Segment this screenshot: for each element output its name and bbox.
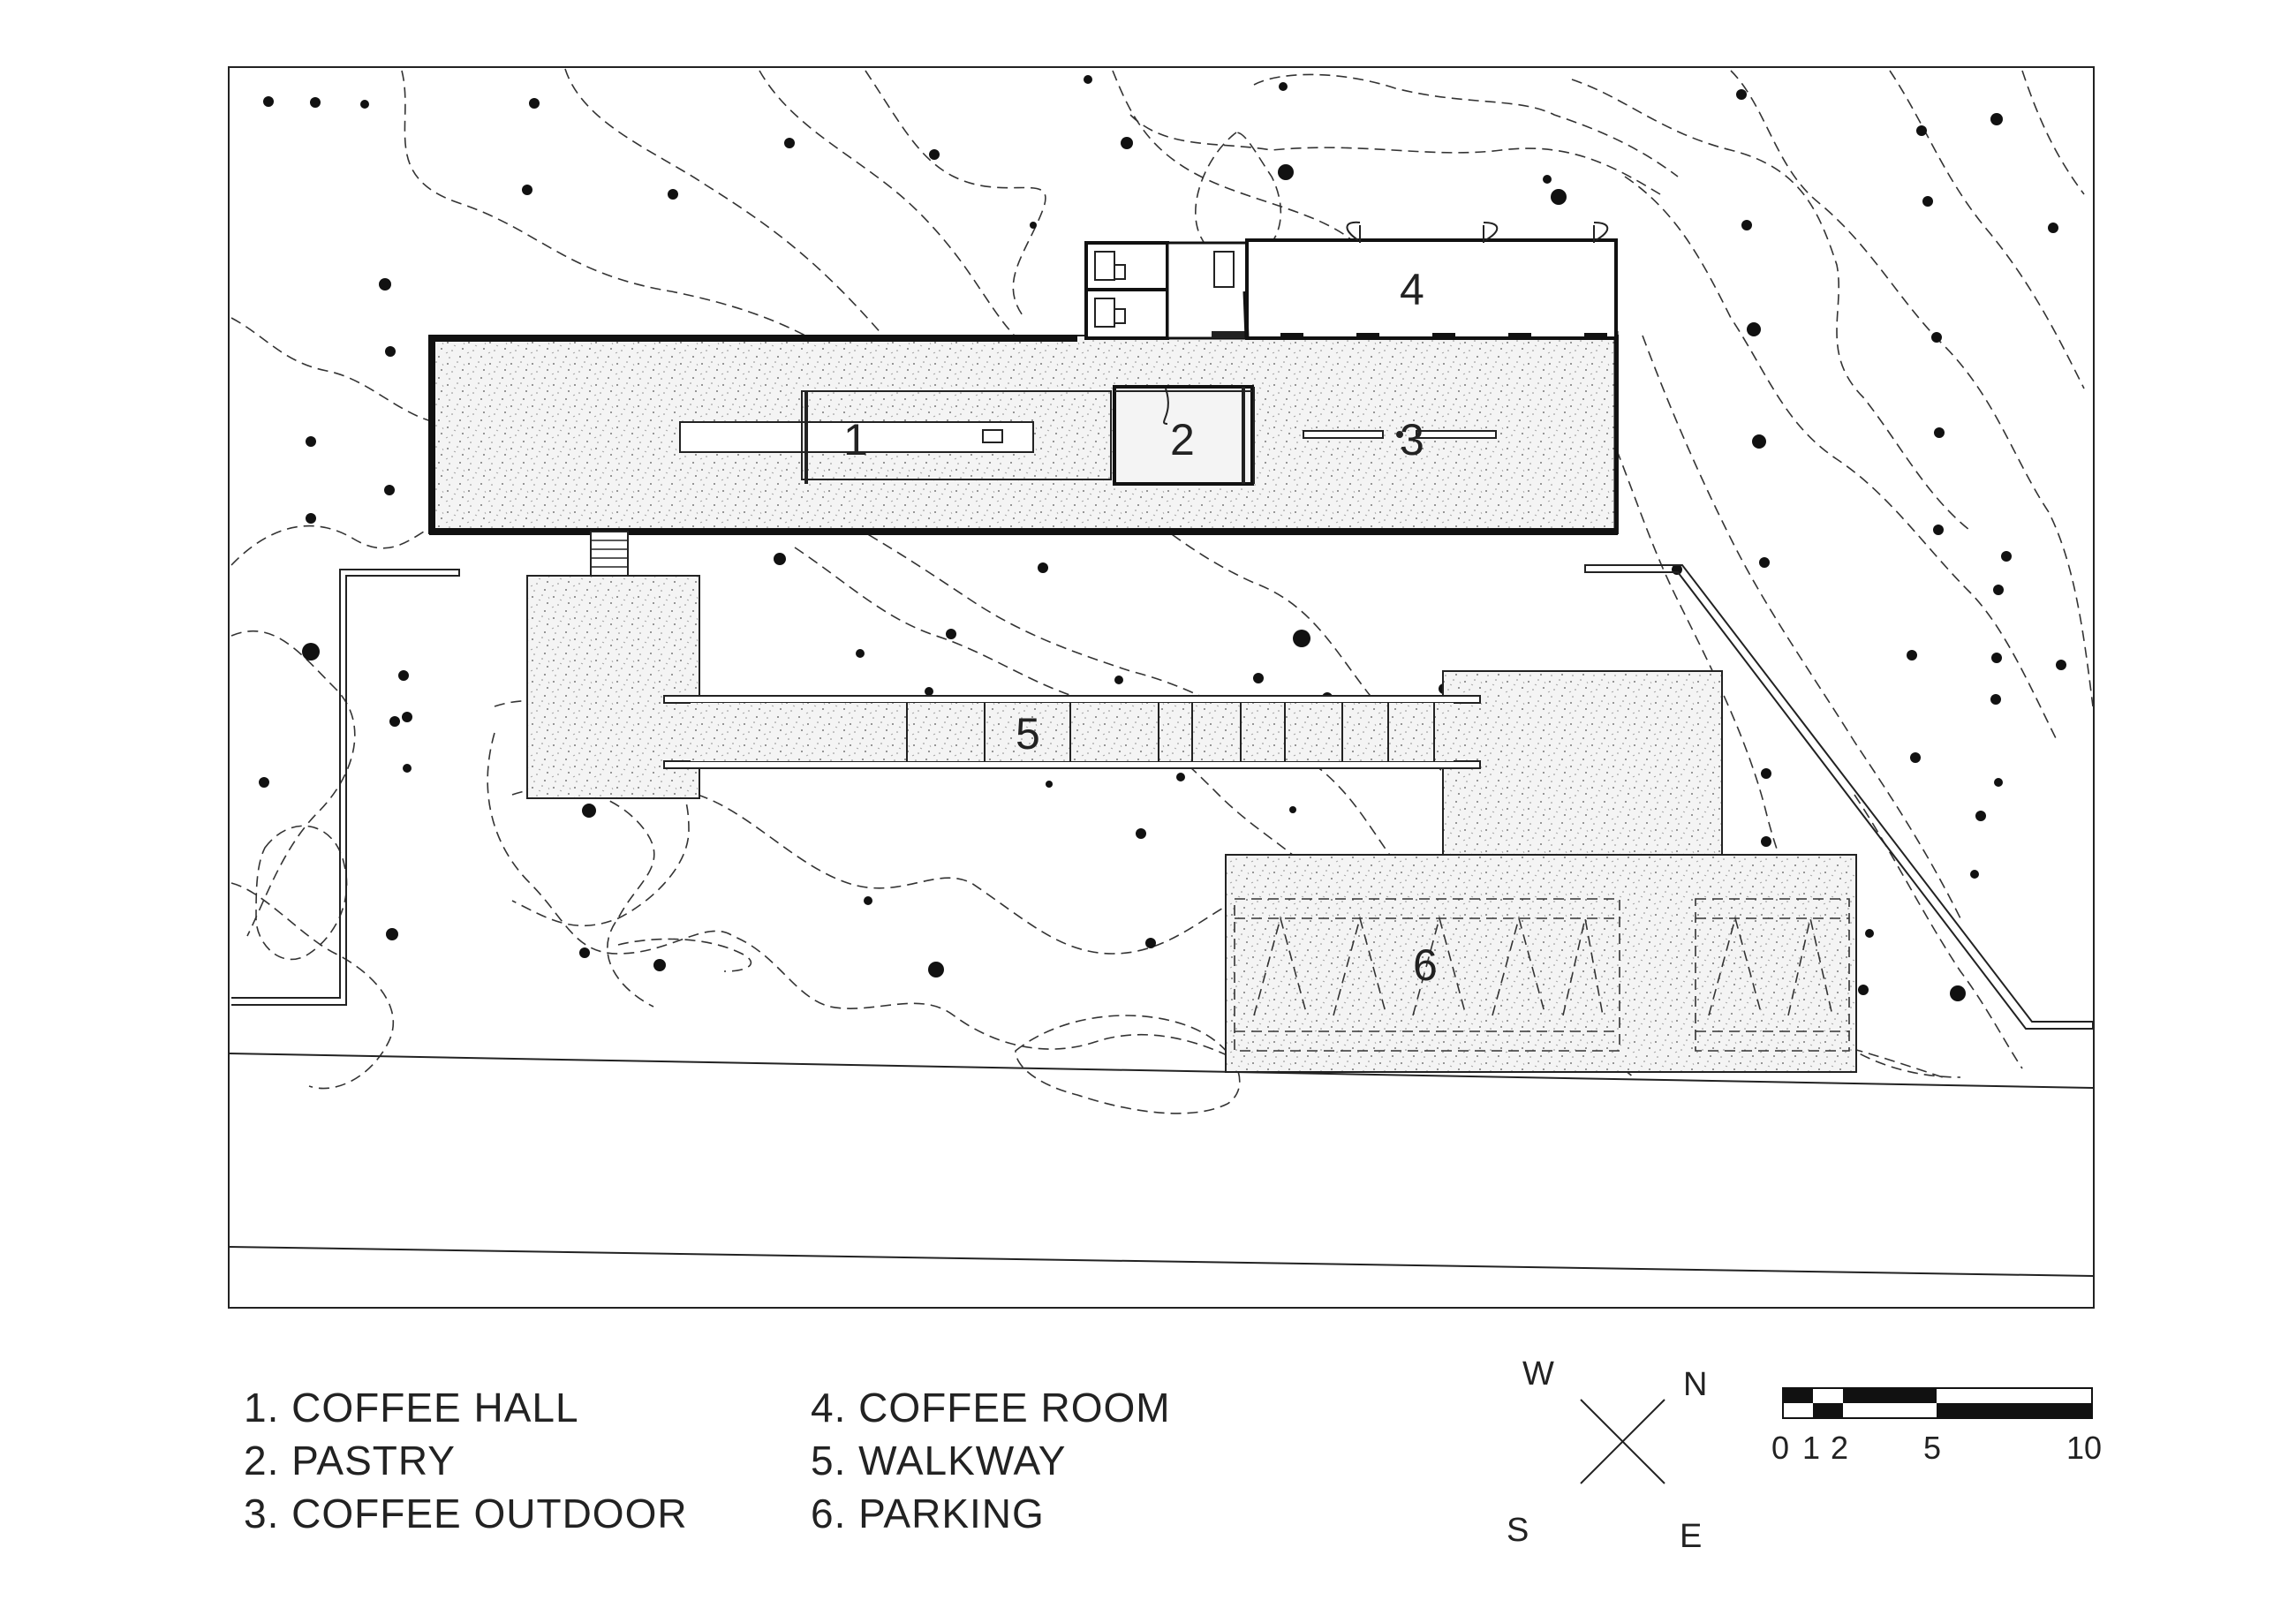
room-number-pastry: 2 <box>1170 415 1195 464</box>
legend: 1. COFFEE HALL 2. PASTRY 3. COFFEE OUTDO… <box>244 1385 1171 1536</box>
legend-item-4: 4. COFFEE ROOM <box>811 1385 1171 1431</box>
walkway-bridge <box>663 695 1481 769</box>
scale-bar: 0 1 2 5 10 <box>1771 1387 2102 1466</box>
coffee-hall-building <box>428 331 1619 535</box>
parking-stalls <box>1234 898 1850 1052</box>
compass-icon: W N S E <box>1507 1355 1707 1555</box>
compass-s: S <box>1507 1512 1529 1549</box>
room-number-parking: 6 <box>1413 940 1438 990</box>
scale-label-10: 10 <box>2066 1430 2102 1466</box>
legend-item-6: 6. PARKING <box>811 1491 1045 1536</box>
legend-item-2: 2. PASTRY <box>244 1438 456 1483</box>
scale-label-1: 1 <box>1802 1430 1820 1466</box>
compass-n: N <box>1683 1366 1707 1403</box>
legend-item-3: 3. COFFEE OUTDOOR <box>244 1491 688 1536</box>
plan-frame <box>228 66 2095 1309</box>
legend-item-5: 5. WALKWAY <box>811 1438 1066 1483</box>
road <box>228 1053 2094 1277</box>
lower-platforms <box>526 575 1857 1073</box>
compass-e: E <box>1680 1518 1702 1555</box>
legend-item-1: 1. COFFEE HALL <box>244 1385 579 1431</box>
boundary-walls <box>231 564 2094 1030</box>
room-number-walkway: 5 <box>1016 709 1040 759</box>
room-number-coffee-hall: 1 <box>843 415 868 464</box>
coffee-room-building <box>1084 221 1618 340</box>
compass-w: W <box>1522 1355 1554 1393</box>
scale-label-2: 2 <box>1831 1430 1848 1466</box>
scale-label-0: 0 <box>1771 1430 1789 1466</box>
room-number-coffee-outdoor: 3 <box>1400 415 1424 464</box>
scale-label-5: 5 <box>1923 1430 1941 1466</box>
room-number-coffee-room: 4 <box>1400 265 1424 314</box>
